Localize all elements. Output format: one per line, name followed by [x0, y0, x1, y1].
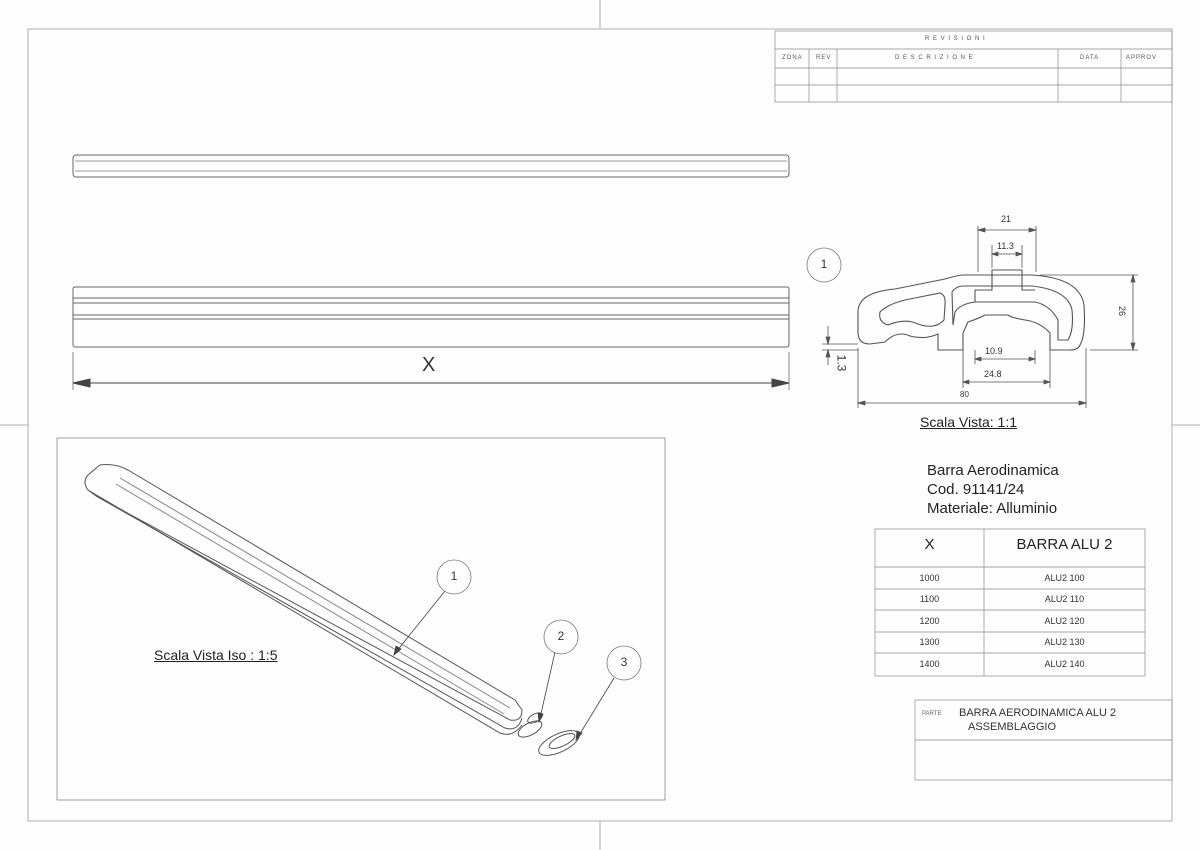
revision-block-frame — [774, 30, 1173, 103]
iso-balloon-2: 2 — [557, 629, 565, 643]
size-table-row: ALU2 130 — [1044, 637, 1085, 647]
dim-wall: 1.3 — [834, 354, 849, 372]
revision-col-descrizione: D E S C R I Z I O N E — [895, 55, 974, 61]
iso-balloon-3: 3 — [620, 655, 628, 669]
size-table-row: 1300 — [919, 637, 940, 647]
dim-channel-width: 24.8 — [984, 369, 1002, 379]
part-code: Cod. 91141/24 — [927, 481, 1025, 498]
iso-bar — [84, 464, 523, 735]
size-table-header-model: BARRA ALU 2 — [1016, 536, 1113, 553]
part-name: Barra Aerodinamica — [927, 462, 1059, 479]
iso-end-caps — [517, 712, 580, 756]
cross-section-profile — [857, 269, 1086, 351]
iso-scale-label: Scala Vista Iso : 1:5 — [154, 647, 278, 663]
revision-col-zona: ZONA — [782, 55, 803, 61]
size-table-frame — [874, 528, 1146, 677]
size-table-row: ALU2 140 — [1044, 659, 1085, 669]
size-table-header-x: X — [924, 536, 935, 553]
size-table-row: ALU2 110 — [1044, 594, 1085, 604]
title-block-line2: ASSEMBLAGGIO — [968, 721, 1057, 733]
size-table-row: ALU2 120 — [1044, 616, 1085, 626]
section-scale-label: Scala Vista: 1:1 — [920, 414, 1018, 430]
dim-inner-slot: 10.9 — [985, 346, 1003, 356]
revision-col-data: DATA — [1080, 55, 1100, 61]
dim-slot-width: 11.3 — [997, 241, 1014, 251]
dim-total-width: 80 — [960, 390, 969, 399]
iso-balloon-1: 1 — [450, 569, 458, 583]
size-table-row: 1200 — [919, 616, 940, 626]
section-balloon-circle — [806, 247, 842, 283]
size-table-row: 1400 — [919, 659, 940, 669]
part-material: Materiale: Alluminio — [927, 500, 1058, 517]
iso-view-frame — [56, 437, 666, 801]
bar-top-view — [72, 154, 790, 178]
revision-col-rev: REV — [816, 55, 832, 61]
iso-balloon-circles — [436, 559, 642, 681]
section-balloon-number: 1 — [820, 257, 828, 271]
iso-leaders — [393, 590, 615, 742]
length-dimension-label: X — [422, 354, 436, 376]
bar-side-view — [72, 286, 790, 348]
revision-title: R E V I S I O N I — [925, 36, 986, 42]
dim-height: 26 — [1117, 305, 1128, 317]
revision-col-approv: APPROV — [1126, 55, 1158, 61]
size-table-row: 1100 — [919, 594, 940, 604]
section-dimension-lines — [822, 226, 1138, 408]
length-dimension-line — [72, 352, 790, 390]
title-block-frame — [914, 699, 1173, 781]
size-table-row: 1000 — [919, 573, 940, 583]
title-block-label: PARTE — [922, 711, 942, 717]
dim-top-width: 21 — [1001, 214, 1012, 224]
size-table-row: ALU2 100 — [1044, 573, 1085, 583]
title-block-line1: BARRA AERODINAMICA ALU 2 — [959, 707, 1117, 719]
